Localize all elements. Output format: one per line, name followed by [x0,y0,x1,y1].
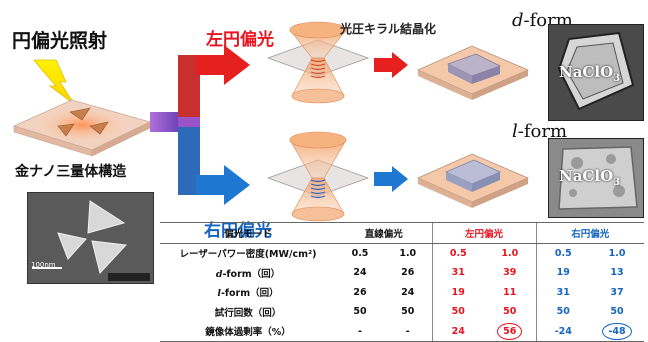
cell: 56 [484,321,537,342]
row-label: l-form（回） [217,288,279,300]
header-left-circular: 左円偏光 [431,222,537,244]
cell: - [336,321,384,342]
crystal-plate-bottom [417,153,530,208]
row-label: 試行回数（回） [214,307,282,319]
cell: 26 [353,286,367,298]
row-label: 鏡像体過剰率（%） [160,321,336,342]
cell: 50 [401,306,415,318]
left-circular-setup [266,21,370,104]
header-linear: 直線偏光 [336,222,433,244]
cell: 50 [610,306,624,318]
crystallization-label: 光圧キラル結晶化 [340,22,437,36]
circled-value: -48 [602,322,632,340]
d-form-crystal-image: NaClO3 [548,24,644,121]
cell: 1.0 [399,247,417,259]
cell: 50 [353,306,367,318]
circled-value: 56 [497,322,523,340]
cell: 24 [353,267,367,279]
l-form-crystal-image: NaClO3 [548,138,644,218]
table-row: レーザーパワー密度(MW/cm²) 0.5 1.0 0.5 1.0 0.5 1.… [160,243,644,263]
row-label: レーザーパワー密度(MW/cm²) [179,249,317,261]
cell: 11 [503,286,517,298]
cell: 31 [431,263,485,283]
gold-structure-label: 金ナノ三量体構造 [15,164,127,180]
l-form-crystal-name: NaClO3 [559,167,621,188]
cell: 1.0 [608,247,626,259]
row-label: d-form（回） [215,268,281,280]
branch-arrows [150,45,250,205]
cell: 50 [431,302,485,322]
cell: 24 [401,286,415,298]
cell: 19 [431,282,485,302]
results-table: 偏光モード 直線偏光 左円偏光 右円偏光 レーザーパワー密度(MW/cm²) 0… [160,222,645,342]
left-circular-label: 左円偏光 [206,30,274,50]
cell: 24 [431,321,485,342]
table-row: d-form（回） 24 26 31 39 19 13 [160,263,644,283]
cell: 31 [535,282,591,302]
scale-bar-label: 100nm [31,261,56,269]
table-header-row: 偏光モード 直線偏光 左円偏光 右円偏光 [160,222,645,244]
circular-light-label: 円偏光照射 [12,30,108,52]
cell: 19 [535,263,591,283]
table-row: 鏡像体過剰率（%） - - 24 56 -24 -48 [160,321,645,342]
right-circular-setup [266,131,370,222]
table-row: 試行回数（回） 50 50 50 50 50 50 [160,302,644,322]
header-right-circular: 右円偏光 [535,222,645,244]
gold-trimer-plate [12,99,152,157]
cell: - [384,321,433,342]
d-form-crystal-name: NaClO3 [559,63,621,84]
l-form-label: l-form [512,121,568,142]
cell: 50 [535,302,591,322]
header-mode: 偏光モード [160,222,336,244]
process-arrows [374,52,408,192]
cell: 37 [610,286,624,298]
cell: 13 [610,267,624,279]
cell: 39 [503,267,517,279]
cell: 26 [401,267,415,279]
cell: 50 [503,306,517,318]
cell: -48 [590,321,645,342]
crystal-plate-top [417,45,530,100]
cell: 1.0 [501,247,519,259]
cell: -24 [535,321,591,342]
lightning-bolt-icon [33,59,75,105]
cell: 0.5 [535,243,591,263]
cell: 0.5 [431,243,485,263]
sem-image: 100nm [27,192,154,284]
cell: 0.5 [351,247,369,259]
table-row: l-form（回） 26 24 19 11 31 37 [160,282,644,302]
